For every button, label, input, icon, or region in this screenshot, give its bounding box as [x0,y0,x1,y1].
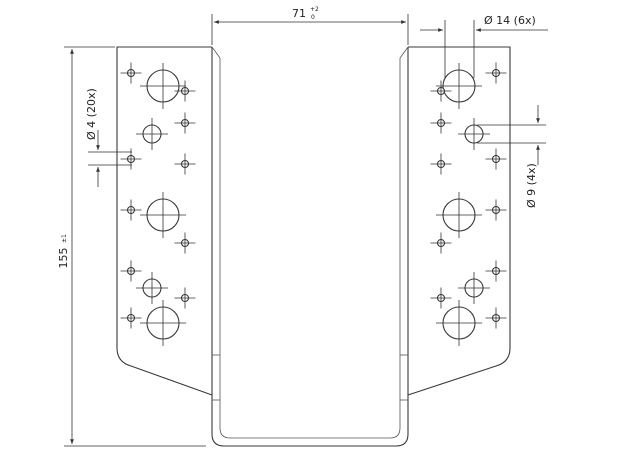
small-hole [430,80,452,102]
small-hole [120,62,142,84]
u-channel-outer [211,47,409,447]
small-hole [430,232,452,254]
small-hole [430,153,452,175]
small-hole [430,287,452,309]
small-hole [120,148,142,170]
height-dimension: 155 ±1 [57,46,206,447]
small-hole [485,148,507,170]
small-hole [174,232,196,254]
large-hole [436,192,482,238]
medium-hole [458,118,490,150]
width-value: 71 [292,7,306,20]
hole-medium-dimension: Ø 9 (4x) [477,105,546,208]
height-tolerance: ±1 [61,234,68,243]
small-hole [174,80,196,102]
small-hole [174,287,196,309]
medium-hole [136,272,168,304]
small-hole [174,112,196,134]
large-hole [140,63,186,109]
small-hole [485,307,507,329]
small-hole [120,260,142,282]
width-dimension: 71 +2 0 [211,6,409,45]
hole-small-dimension: Ø 4 (20x) [85,88,132,187]
small-hole [485,199,507,221]
width-tolerance-upper: +2 [310,6,319,13]
holes-group [120,62,507,346]
medium-hole-label: Ø 9 (4x) [525,163,538,208]
right-flange-outline [407,46,511,396]
large-hole [436,300,482,346]
large-hole [140,300,186,346]
height-value: 155 [57,248,70,269]
small-hole [485,62,507,84]
u-channel-inner [219,58,401,439]
small-hole [485,260,507,282]
small-hole [120,307,142,329]
right-bend-line [399,46,409,59]
width-tolerance-lower: 0 [311,14,315,21]
large-hole-label: Ø 14 (6x) [484,14,536,27]
small-hole [430,112,452,134]
left-bend-line [211,46,221,59]
large-hole [140,192,186,238]
left-flange-outline [116,46,213,396]
small-hole [174,153,196,175]
small-hole [120,199,142,221]
hole-large-dimension: Ø 14 (6x) [420,14,548,78]
large-hole [436,63,482,109]
medium-hole [136,118,168,150]
small-hole-label: Ø 4 (20x) [85,88,98,140]
medium-hole [458,272,490,304]
part-outline [116,46,511,447]
